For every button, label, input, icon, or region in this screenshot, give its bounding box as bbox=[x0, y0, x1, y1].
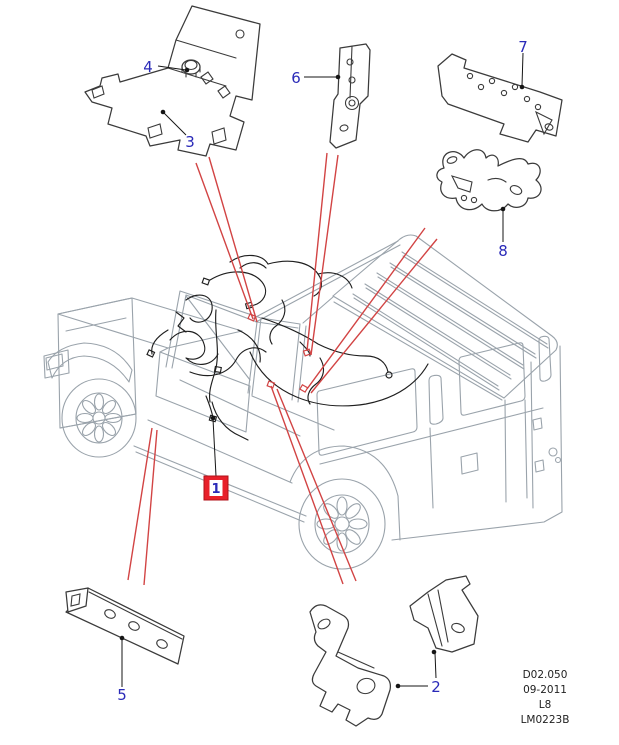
callout-label-7[interactable]: 7 bbox=[518, 38, 528, 56]
callout-label-2[interactable]: 2 bbox=[431, 678, 441, 696]
vehicle-front-wheel bbox=[61, 378, 137, 458]
red-reference-lines bbox=[127, 152, 438, 586]
vehicle-hood bbox=[57, 297, 243, 349]
callout-label-3[interactable]: 3 bbox=[185, 133, 195, 151]
drawing-info: D02.050 09-2011 L8 LM0223B bbox=[480, 668, 610, 728]
part-bracket-2a bbox=[309, 604, 391, 727]
drawing-date: 09-2011 bbox=[523, 684, 567, 696]
part-bracket-2b bbox=[409, 575, 479, 653]
callout-1-box[interactable]: 1 bbox=[203, 475, 229, 501]
part-bracket-3 bbox=[84, 5, 261, 157]
vehicle-rear-body bbox=[316, 335, 563, 541]
callout-label-5[interactable]: 5 bbox=[117, 686, 127, 704]
callout-label-8[interactable]: 8 bbox=[498, 242, 508, 260]
drawing-ref: D02.050 bbox=[522, 669, 568, 681]
vehicle-roof bbox=[332, 234, 558, 401]
part-bracket-6 bbox=[329, 43, 371, 149]
vehicle-front-panel bbox=[43, 297, 137, 429]
part-strap-5 bbox=[65, 587, 185, 665]
drawing-sheet: L8 bbox=[538, 699, 552, 711]
vehicle-front-fender bbox=[47, 342, 133, 383]
callout-label-1[interactable]: 1 bbox=[211, 482, 220, 497]
part-bracket-7 bbox=[437, 53, 563, 143]
part-bracket-8 bbox=[436, 149, 542, 212]
vehicle-rear-wheel bbox=[289, 445, 399, 570]
callout-label-4[interactable]: 4 bbox=[143, 58, 153, 76]
callout-labels: 2 3 4 5 6 7 8 bbox=[117, 38, 528, 704]
leader-lines bbox=[119, 52, 525, 689]
wiring-harness-part-1 bbox=[146, 254, 429, 441]
callout-label-6[interactable]: 6 bbox=[291, 69, 301, 87]
drawing-code: LM0223B bbox=[520, 714, 570, 726]
vehicle-illustration bbox=[43, 234, 563, 570]
vehicle-side-step bbox=[59, 413, 307, 523]
